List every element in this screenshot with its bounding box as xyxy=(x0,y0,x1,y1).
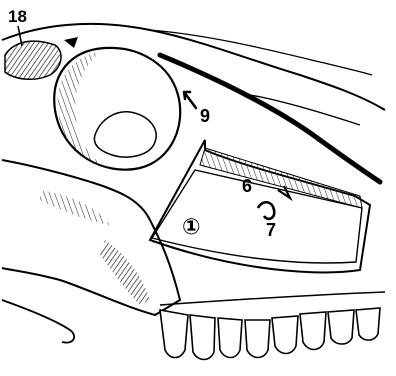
sinus-hatched-region xyxy=(5,41,61,79)
nasal-bone-line xyxy=(150,30,372,75)
label-9: 9 xyxy=(200,106,210,126)
arrow-9 xyxy=(184,92,196,108)
label-18: 18 xyxy=(8,7,27,26)
nasal-bone-line-2 xyxy=(250,95,360,125)
cheek-hatch xyxy=(40,190,110,225)
tooth-root-line xyxy=(160,292,385,305)
black-marker-upper xyxy=(64,37,78,48)
label-1-circled: ① xyxy=(182,214,201,239)
jaw-shadow xyxy=(100,240,150,305)
label-7: 7 xyxy=(266,220,276,240)
teeth-row xyxy=(160,308,380,360)
mandible-lower xyxy=(2,300,74,343)
label-6: 6 xyxy=(242,176,252,196)
